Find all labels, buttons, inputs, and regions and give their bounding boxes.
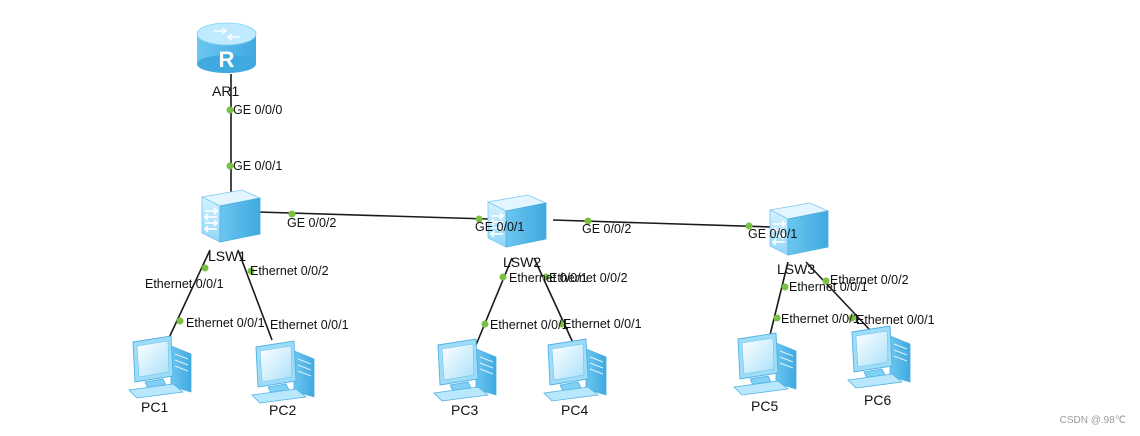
port-dot [226,106,234,114]
port-label: Ethernet 0/0/2 [250,264,329,278]
link-lsw1-lsw2[interactable] [257,211,489,220]
port-dot [848,314,856,322]
port-dot [745,222,753,230]
pc-icon [543,338,607,402]
port-dot [201,264,209,272]
pc-icon [733,332,797,396]
port-dot [542,273,550,281]
router-ar1[interactable]: R AR1 [196,22,257,99]
pc-4[interactable]: PC4 [543,338,607,418]
link-lsw1-pc1[interactable] [167,249,211,341]
link-lsw1-pc2[interactable] [237,249,273,341]
port-dot [781,283,789,291]
device-label-lsw3: LSW3 [777,261,815,277]
port-label: Ethernet 0/0/1 [490,318,569,332]
port-label: Ethernet 0/0/1 [781,312,860,326]
port-dot [822,277,830,285]
switch-lsw3[interactable]: LSW3 [769,202,829,277]
device-label-pc1: PC1 [141,399,168,415]
link-lsw2-pc3[interactable] [475,257,513,346]
port-dots [176,106,856,328]
switch-icon [201,189,261,243]
pc-icon [847,325,911,389]
pc-5[interactable]: PC5 [733,332,797,414]
port-dot [247,267,255,275]
port-label: Ethernet 0/0/2 [549,271,628,285]
port-dot [773,314,781,322]
device-label-pc2: PC2 [269,402,296,418]
device-label-pc3: PC3 [451,402,478,418]
port-label: GE 0/0/1 [748,227,797,241]
device-label-lsw2: LSW2 [503,254,541,270]
port-dot [176,317,184,325]
pc-icon [251,340,315,404]
pc-icon [433,338,497,402]
port-dot [226,162,234,170]
port-label: GE 0/0/1 [233,159,282,173]
device-label-lsw1: LSW1 [208,248,246,264]
device-label-pc5: PC5 [751,398,778,414]
pc-icon [128,335,192,399]
device-label-pc6: PC6 [864,392,891,408]
port-label: GE 0/0/0 [233,103,282,117]
port-label: Ethernet 0/0/1 [186,316,265,330]
switch-lsw1[interactable]: LSW1 [201,189,261,264]
port-label: Ethernet 0/0/1 [270,318,349,332]
port-dot [288,210,296,218]
link-lsw3-pc6[interactable] [805,261,871,331]
router-icon: R [196,22,257,73]
device-label-ar1: AR1 [212,83,239,99]
port-dot [584,217,592,225]
svg-text:R: R [219,47,235,72]
port-dot [499,273,507,281]
port-label: Ethernet 0/0/1 [789,280,868,294]
port-label: Ethernet 0/0/1 [145,277,224,291]
port-label: GE 0/0/1 [475,220,524,234]
link-lsw3-pc5[interactable] [769,261,789,336]
switch-lsw2[interactable]: LSW2 [487,194,547,270]
pc-2[interactable]: PC2 [251,340,315,418]
port-label: Ethernet 0/0/1 [563,317,642,331]
port-dot [475,215,483,223]
device-label-pc4: PC4 [561,402,588,418]
port-dot [558,320,566,328]
link-lsw2-pc4[interactable] [533,257,575,346]
port-label: GE 0/0/2 [287,216,336,230]
watermark: CSDN @.98℃ [1059,415,1126,426]
port-label: GE 0/0/2 [582,222,631,236]
pc-6[interactable]: PC6 [847,325,911,408]
port-dot [481,320,489,328]
pc-1[interactable]: PC1 [128,335,192,415]
port-label: Ethernet 0/0/1 [856,313,935,327]
port-label: Ethernet 0/0/2 [830,273,909,287]
port-labels: GE 0/0/0 GE 0/0/1 GE 0/0/2 GE 0/0/1 GE 0… [145,103,935,332]
port-label: Ethernet 0/0/1 [509,271,588,285]
pc-3[interactable]: PC3 [433,338,497,418]
